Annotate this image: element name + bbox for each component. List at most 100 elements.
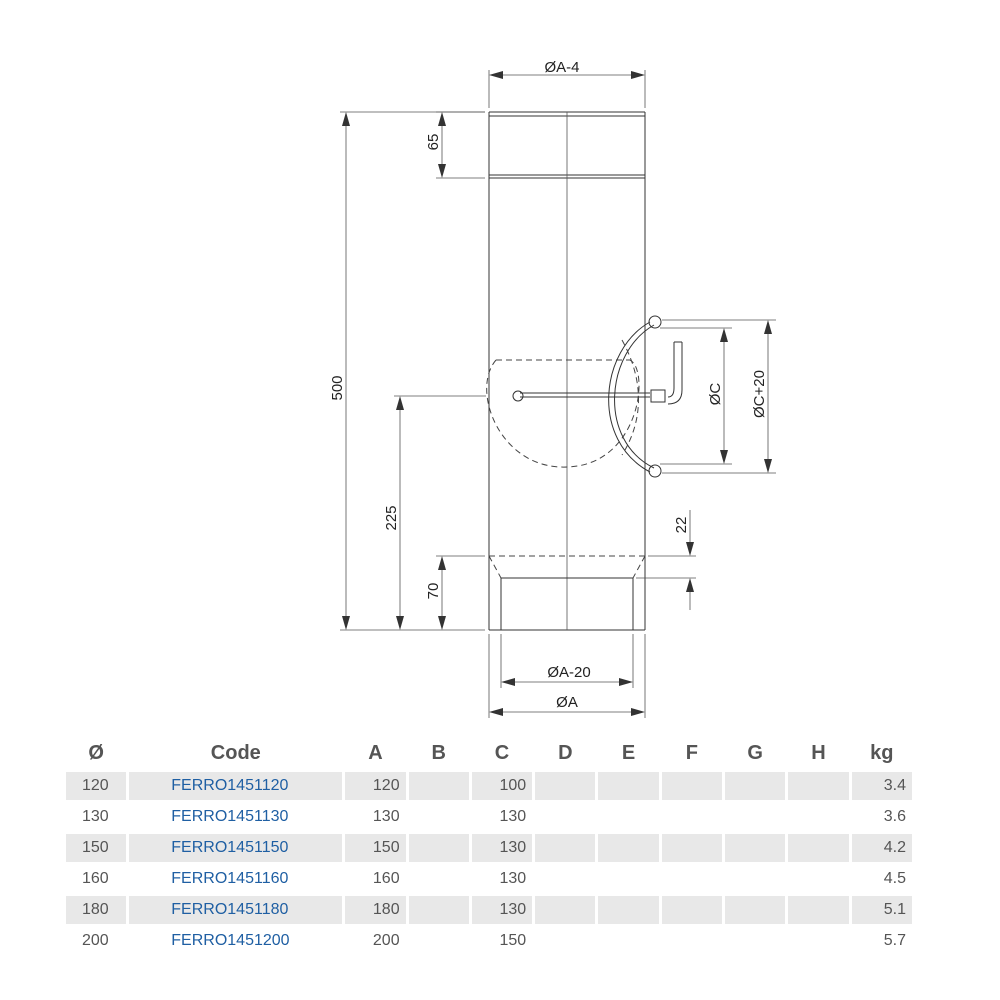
cell-b — [408, 769, 469, 800]
dim-500-label: 500 — [329, 375, 346, 400]
header-c: C — [494, 741, 510, 764]
cell-g — [725, 769, 786, 800]
dimension-70: 70 — [425, 555, 485, 630]
cell-c: 130 — [471, 862, 533, 893]
header-a: A — [368, 741, 383, 764]
dim-22-label: 22 — [673, 517, 690, 534]
cell-diameter: 150 — [66, 831, 127, 862]
cell-h — [788, 893, 849, 924]
header-kg: kg — [870, 741, 894, 764]
header-g: G — [747, 741, 763, 764]
dimension-dia-a-minus-20: ØA-20 — [500, 634, 634, 688]
cell-d — [535, 831, 596, 862]
cell-f — [661, 924, 722, 955]
cell-e — [598, 924, 659, 955]
cell-b — [408, 862, 469, 893]
cell-c: 130 — [471, 831, 533, 862]
cell-c: 130 — [471, 893, 533, 924]
cell-e — [598, 862, 659, 893]
cell-a: 150 — [345, 831, 406, 862]
cell-d — [535, 893, 596, 924]
cell-kg: 3.6 — [851, 800, 912, 831]
header-h: H — [811, 741, 826, 764]
cell-code[interactable]: FERRO1451130 — [129, 800, 343, 831]
cell-d — [535, 862, 596, 893]
dimension-dia-c: ØC — [660, 327, 732, 465]
dimension-500: 500 — [329, 111, 485, 631]
cell-g — [725, 862, 786, 893]
dimension-dia-a: ØA — [488, 634, 646, 718]
cell-kg: 5.7 — [851, 924, 912, 955]
cell-diameter: 120 — [66, 769, 127, 800]
header-d: D — [558, 741, 573, 764]
cell-a: 200 — [345, 924, 406, 955]
cell-kg: 3.4 — [851, 769, 912, 800]
cell-b — [408, 893, 469, 924]
cell-d — [535, 924, 596, 955]
dimension-22: 22 — [636, 510, 696, 610]
dim-70-label: 70 — [425, 583, 442, 600]
cell-kg: 4.2 — [851, 831, 912, 862]
cell-code[interactable]: FERRO1451160 — [129, 862, 343, 893]
cell-h — [788, 831, 849, 862]
dia-a-label: ØA — [556, 694, 578, 711]
cell-c: 130 — [471, 800, 533, 831]
cell-a: 180 — [345, 893, 406, 924]
header-e: E — [621, 741, 636, 764]
damper-disc — [486, 315, 683, 478]
dimension-225: 225 — [383, 395, 486, 630]
dimension-65: 65 — [425, 111, 485, 179]
cell-a: 120 — [345, 769, 406, 800]
cell-b — [408, 800, 469, 831]
cell-e — [598, 769, 659, 800]
cell-h — [788, 862, 849, 893]
cell-code[interactable]: FERRO1451180 — [129, 893, 343, 924]
cell-e — [598, 893, 659, 924]
cell-f — [661, 862, 722, 893]
cell-g — [725, 831, 786, 862]
cell-f — [661, 769, 722, 800]
cell-diameter: 180 — [66, 893, 127, 924]
cell-code[interactable]: FERRO1451120 — [129, 769, 343, 800]
cell-h — [788, 769, 849, 800]
cell-diameter: 130 — [66, 800, 127, 831]
cell-e — [598, 831, 659, 862]
cell-g — [725, 800, 786, 831]
cell-code[interactable]: FERRO1451200 — [129, 924, 343, 955]
header-diameter: Ø — [88, 741, 104, 764]
cell-a: 130 — [345, 800, 406, 831]
table-header-row: Ø Code A B C D E F G H kg — [66, 737, 912, 769]
header-b: B — [431, 741, 446, 764]
cell-f — [661, 800, 722, 831]
cell-diameter: 200 — [66, 924, 127, 955]
header-f: F — [685, 741, 698, 764]
cell-e — [598, 800, 659, 831]
cell-d — [535, 769, 596, 800]
cell-g — [725, 924, 786, 955]
cell-g — [725, 893, 786, 924]
dim-65-label: 65 — [425, 134, 442, 151]
pipe-body — [488, 111, 646, 631]
cell-f — [661, 893, 722, 924]
cell-kg: 4.5 — [851, 862, 912, 893]
cell-c: 100 — [471, 769, 533, 800]
cell-d — [535, 800, 596, 831]
cell-diameter: 160 — [66, 862, 127, 893]
cell-code[interactable]: FERRO1451150 — [129, 831, 343, 862]
cell-c: 150 — [471, 924, 533, 955]
dia-c-plus-20-label: ØC+20 — [751, 370, 768, 418]
dim-225-label: 225 — [383, 505, 400, 530]
cell-h — [788, 924, 849, 955]
dia-c-label: ØC — [707, 383, 724, 406]
cell-h — [788, 800, 849, 831]
dimension-dia-a-minus-4: ØA-4 — [488, 59, 646, 108]
dimension-dia-c-plus-20: ØC+20 — [662, 319, 776, 474]
